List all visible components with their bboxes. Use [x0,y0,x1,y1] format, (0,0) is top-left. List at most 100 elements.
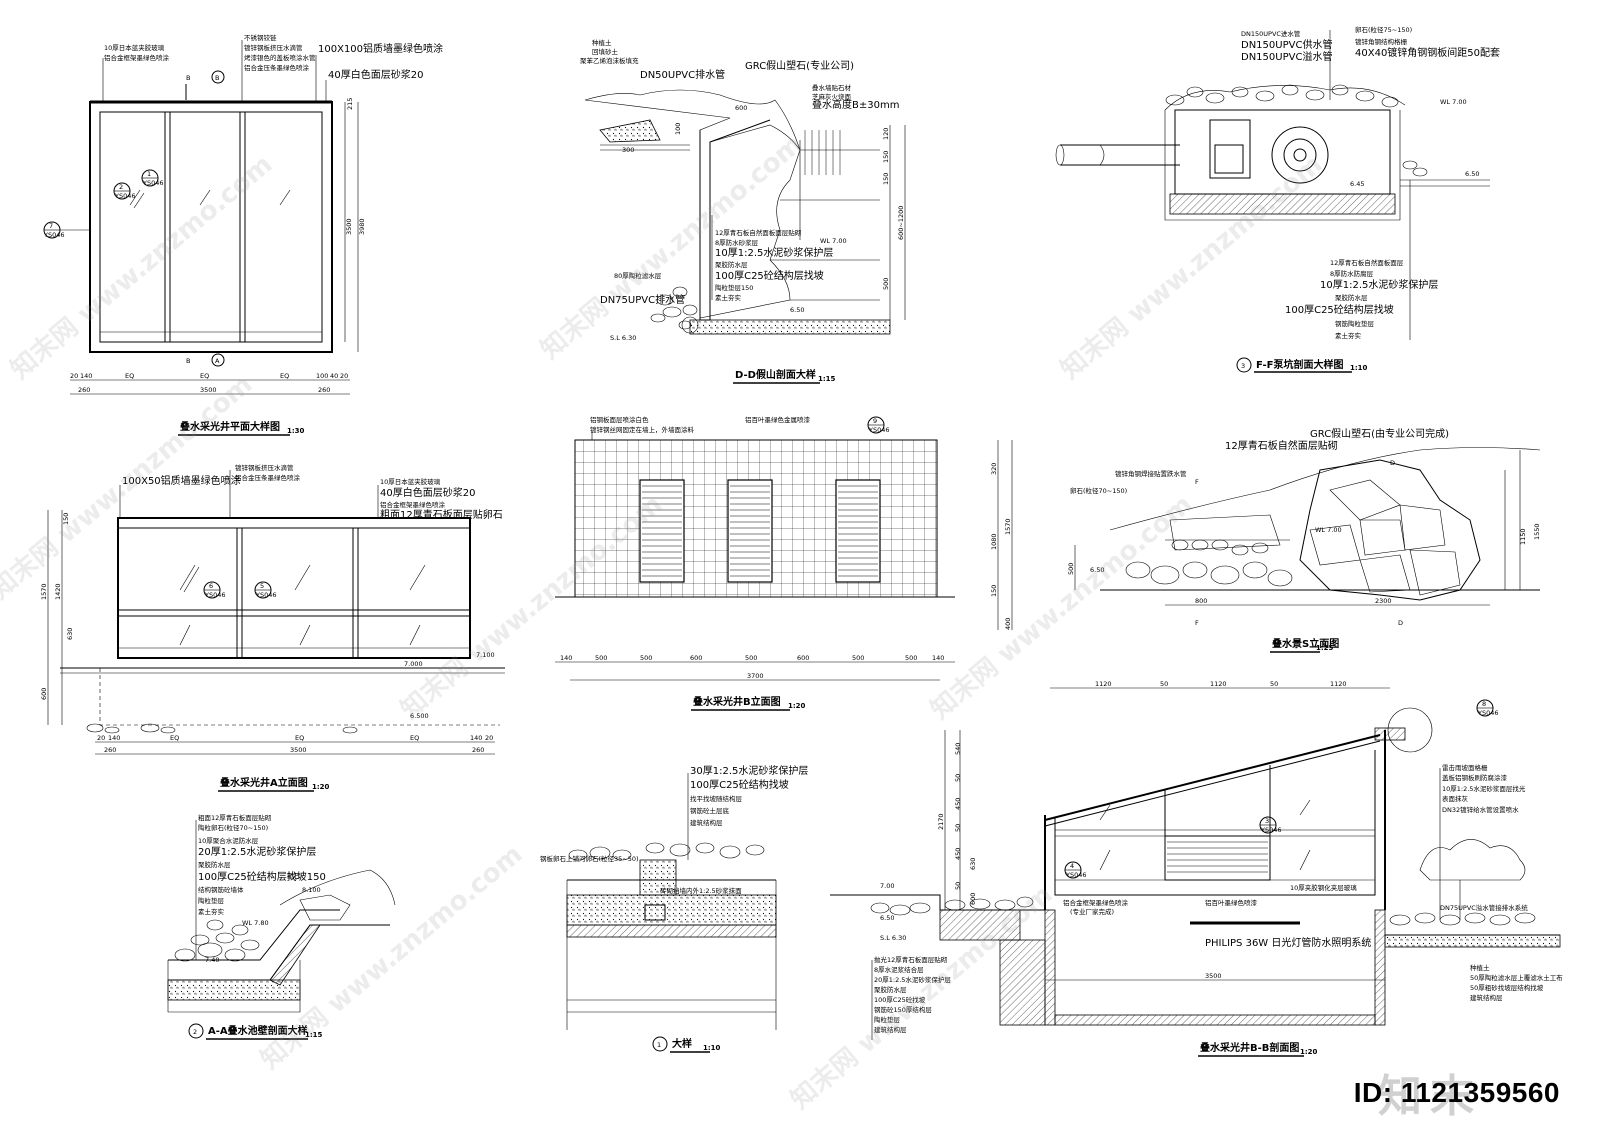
dd-note-right-3: 叠水高度B±30mm [812,98,899,111]
aa-level-top: 8.100 [302,886,321,894]
plan-dim-right-3: 3980 [358,218,366,235]
dd-dim-120: 120 [882,128,890,140]
elevB-dim-r5: 400 [1004,618,1012,630]
bb-section-drawing: 1120 50 1120 50 1120 540 50 450 50 450 2… [830,680,1563,1057]
bb-title: 叠水采光井B-B剖面图 [1200,1041,1299,1054]
e8-dim-1150: 1150 [1519,528,1527,545]
bb-note-floor-7: 陶粒垫层 [874,1015,901,1024]
elevA-note-1: 10厚日本蓝夹胶玻璃 [380,477,441,486]
elevB-dim-r1: 320 [990,463,998,475]
id-label: ID: 1121359560 [1353,1077,1560,1108]
bb-note-floor-3: 20厚1:2.5水泥砂浆保护层 [874,975,951,984]
bb-tag-4-num: 4 [1070,862,1074,870]
dd-note-mid-4: 聚胶防水层 [715,260,748,269]
elevB-dim-r2: 1080 [990,533,998,550]
brand-logo: 知末 [1378,1071,1482,1122]
elevA-tag-6-num: 6 [209,582,213,590]
plan-note-8: 40厚白色面层砂浆20 [328,68,423,81]
elevB-tag-num: 9 [873,417,877,425]
bb-note-right-1: 雷击雨坡面格栅 [1442,763,1488,772]
ff-pipe-1: DN150UPVC进水管 [1241,29,1301,38]
elevB-dim-5: 500 [745,654,757,662]
plan-scale: 1:30 [287,427,305,435]
dd-dim-500: 500 [882,278,890,290]
aa-index: 2 [193,1028,197,1036]
elevB-dim-r3: 1570 [1004,518,1012,535]
bb-note-soil-2: 50厚陶粒滤水层上覆滤水土工布 [1470,973,1563,982]
detail-note-5: 建筑结构层 [690,818,723,827]
bb-note-left-4: 10厚夹胶钢化夹层玻璃 [1290,883,1357,892]
e8-note-2: 镀锌角钢焊接贴置跌水管 [1115,469,1187,478]
dd-dim-300: 300 [622,146,634,154]
bb-note-left-3: 铝百叶墨绿色喷漆 [1205,898,1258,907]
dd-note-mid-6: 陶粒垫层150 [715,283,753,292]
detail-title: 大样 [672,1037,692,1050]
dd-label-gravel: 80厚陶粒滤水层 [614,271,662,280]
aa-note-3: 10厚聚合水泥防水层 [198,836,259,845]
elevA-dim-l1: 150 [62,513,70,525]
dd-note-mid-2: 8厚防水砂浆层 [715,238,759,247]
elevA-label-frame: 100X50铝质墙墨绿色喷涂 [122,474,241,487]
e8-scale: 1:25 [1316,644,1334,652]
elevA-dim-b2-3: 260 [472,746,484,754]
bb-note-floor-4: 聚胶防水层 [874,985,907,994]
plan-drawing: B B B A 1 YS046 2 YS046 7 YS046 10厚日本蓝夹胶… [43,33,443,436]
ff-level-1: 6.45 [1350,180,1364,188]
plan-note-4: 镀锌钢板挤压水滴管 [244,43,303,52]
elevA-dim-b2-2: 3500 [290,746,307,754]
index-tag-7-num: 7 [49,222,53,230]
plan-note-2: 铝合金框架墨绿色喷涂 [104,53,170,62]
dd-dim-100: 100 [674,123,682,135]
aa-note-6: 100厚C25砼结构层找坡150 [198,870,326,883]
plan-note-3: 不锈钢铰链 [244,33,277,42]
elevA-dim-l4: 630 [66,628,74,640]
elevB-dim-7: 500 [852,654,864,662]
elevB-dim-3: 500 [640,654,652,662]
aa-note-8: 陶粒垫层 [198,896,225,905]
elevA-tag-5-sheet: YS046 [255,591,277,599]
ff-note-b-6: 钢筋陶粒垫层 [1335,319,1375,328]
plan-dim-b-6: 100 [316,372,328,380]
dd-note-mid-5: 100厚C25砼结构层找坡 [715,269,824,282]
elevA-note-5: 镀锌钢板挤压水滴管 [235,463,294,472]
watermark-3: 知末网 www.znzmo.com [1055,149,1328,385]
elevB-dim-1: 140 [560,654,572,662]
section-mark-bottom: B [186,357,190,365]
dd-level-1: 6.50 [790,306,804,314]
bb-level-1: 7.00 [880,882,894,890]
detail-note-2: 100厚C25砼结构找坡 [690,778,789,791]
bb-dim-top-1: 1120 [1095,680,1112,688]
watermark-4: 知末网 www.znzmo.com [0,369,258,605]
bb-scale: 1:20 [1300,1048,1318,1056]
bb-dim-top-2: 50 [1160,680,1168,688]
elevation-b-drawing: 铝钢板面层喷涂白色 镀锌钢丝网固定在墙上，外墙面涂料 铝百叶墨绿色金属喷漆 9 … [555,415,1013,711]
bb-tag-3-sheet: YS046 [1260,826,1282,834]
plan-dim-b2-3: 260 [318,386,330,394]
elevA-level-2: 7.100 [476,651,495,659]
ff-note-b-7: 素土夯实 [1335,331,1362,340]
dd-note-top-2: 回填砂土 [592,47,619,56]
elevation-8-drawing: GRC假山塑石(由专业公司完成) 12厚青石板自然面层贴砌 镀锌角钢焊接贴置跌水… [1067,427,1541,653]
e8-dim-800: 800 [1195,597,1207,605]
elevA-dim-l5: 600 [40,688,48,700]
elevB-tag-sheet: YS046 [868,426,890,434]
elevB-title: 叠水采光井B立面图 [693,695,781,708]
detail-note-1: 30厚1:2.5水泥砂浆保护层 [690,764,808,777]
ff-note-b-5: 100厚C25砼结构层找坡 [1285,303,1394,316]
elevB-note-3: 铝百叶墨绿色金属喷漆 [745,415,811,424]
plan-note-6: 铝合金压条墨绿色喷涂 [244,63,310,72]
bb-note-soil-4: 建筑结构层 [1470,993,1503,1002]
bb-note-soil-3: 50厚粗砂找坡层结构找坡 [1470,983,1544,992]
dd-note-right-1: 叠水墙贴石材 [812,83,852,92]
elevB-dim-total: 3700 [747,672,764,680]
plan-title: 叠水采光井平面大样图 [180,420,280,433]
aa-note-4: 20厚1:2.5水泥砂浆保护层 [198,845,316,858]
ff-index: 3 [1241,362,1245,370]
dd-title: D-D假山剖面大样 [735,368,816,381]
elevA-note-3: 铝合金框架墨绿色喷涂 [380,500,446,509]
ff-note-top-2: 镀锌角钢结构格栅 [1355,37,1408,46]
plan-dim-b2-1: 260 [78,386,90,394]
elevA-dim-b6: 140 [470,734,482,742]
bb-level-3: S.L 6.30 [880,934,906,942]
ff-note-top-3: 40X40镀锌角钢钢板间距50配套 [1355,46,1500,59]
